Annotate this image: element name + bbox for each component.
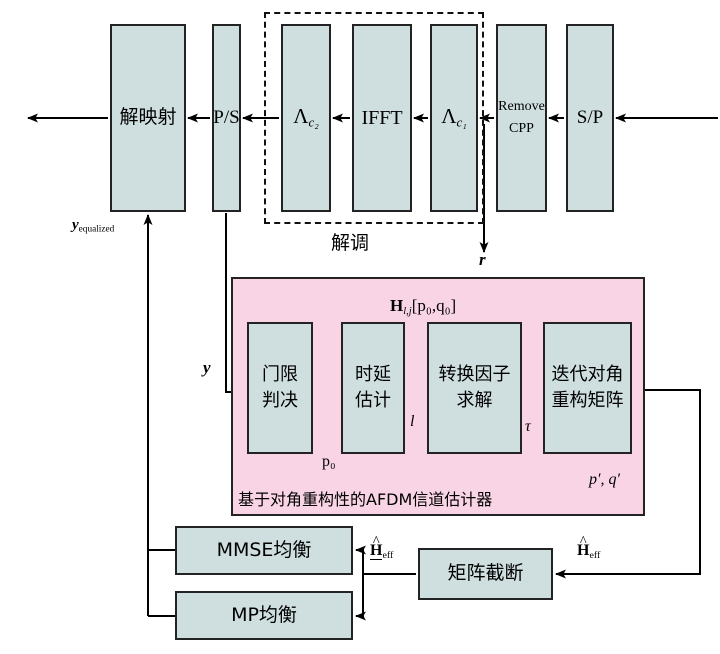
estimator-block-threshold[interactable]: 门限 判决 xyxy=(247,322,313,454)
h-eff-hat-wrap: ^ H xyxy=(577,534,590,560)
threshold-line2: 判决 xyxy=(262,389,298,411)
y-equalized-sub: equalized xyxy=(78,224,115,235)
factor-solve-line2: 求解 xyxy=(456,389,493,411)
h-eff-base: H xyxy=(577,542,590,559)
block-demapper[interactable]: 解映射 xyxy=(110,24,186,212)
threshold-line1: 门限 xyxy=(262,364,298,386)
label-h-eff-bar: ^ H eff xyxy=(370,534,394,561)
iter-recon-line1: 迭代对角 xyxy=(551,364,624,386)
remove-cpp-line1: Remove xyxy=(498,99,545,115)
block-ifft[interactable]: IFFT xyxy=(352,24,412,212)
label-p-q-prime: p′, q′ xyxy=(589,471,620,488)
h-eff-bar-hat-wrap: ^ H xyxy=(370,534,383,560)
label-h-lj: Hl,j[p₀,q₀] xyxy=(390,296,456,317)
block-sp[interactable]: S/P xyxy=(566,24,614,212)
estimator-block-delay-estimation[interactable]: 时延 估计 xyxy=(341,322,405,454)
block-lambda-c1[interactable]: Λc₁ xyxy=(430,24,478,212)
h-eff-bar-sub: eff xyxy=(382,549,394,561)
hat-accent-icon: ^ xyxy=(372,533,380,550)
estimator-caption: 基于对角重构性的AFDM信道估计器 xyxy=(238,490,493,509)
label-h-eff: ^ H eff xyxy=(577,534,601,561)
label-p0: p₀ xyxy=(322,453,336,470)
remove-cpp-line2: CPP xyxy=(509,121,534,136)
h-lj-sub: l,j xyxy=(403,305,412,317)
label-y-equalized: yequalized xyxy=(72,217,114,235)
hat-accent-icon-2: ^ xyxy=(579,533,587,550)
block-mp-equalizer[interactable]: MP均衡 xyxy=(175,591,353,640)
lambda-c1-text: Λc₁ xyxy=(441,104,467,131)
block-matrix-truncation[interactable]: 矩阵截断 xyxy=(418,548,553,600)
h-lj-base: H xyxy=(390,296,404,315)
label-tau: τ xyxy=(525,418,531,435)
h-lj-bracket: [p₀,q₀] xyxy=(411,296,457,315)
label-r: r xyxy=(479,250,486,269)
block-ps[interactable]: P/S xyxy=(212,24,241,212)
block-lambda-c2[interactable]: Λc₂ xyxy=(281,24,331,212)
y-equalized-base: y xyxy=(72,217,79,233)
demodulation-group-label: 解调 xyxy=(331,232,370,254)
delay-est-line1: 时延 xyxy=(355,364,391,386)
h-eff-sub: eff xyxy=(589,549,601,561)
estimator-block-iterative-reconstruct[interactable]: 迭代对角 重构矩阵 xyxy=(543,322,632,454)
h-eff-bar-base: H xyxy=(370,542,383,560)
block-remove-cpp[interactable]: Remove CPP xyxy=(496,24,547,212)
label-y: y xyxy=(203,358,211,377)
iter-recon-line2: 重构矩阵 xyxy=(551,389,624,411)
lambda-c2-text: Λc₂ xyxy=(293,104,319,131)
block-mmse-equalizer[interactable]: MMSE均衡 xyxy=(175,526,353,575)
label-l: l xyxy=(410,413,415,430)
delay-est-line2: 估计 xyxy=(355,389,391,411)
factor-solve-line1: 转换因子 xyxy=(438,364,511,386)
estimator-block-factor-solve[interactable]: 转换因子 求解 xyxy=(427,322,522,454)
